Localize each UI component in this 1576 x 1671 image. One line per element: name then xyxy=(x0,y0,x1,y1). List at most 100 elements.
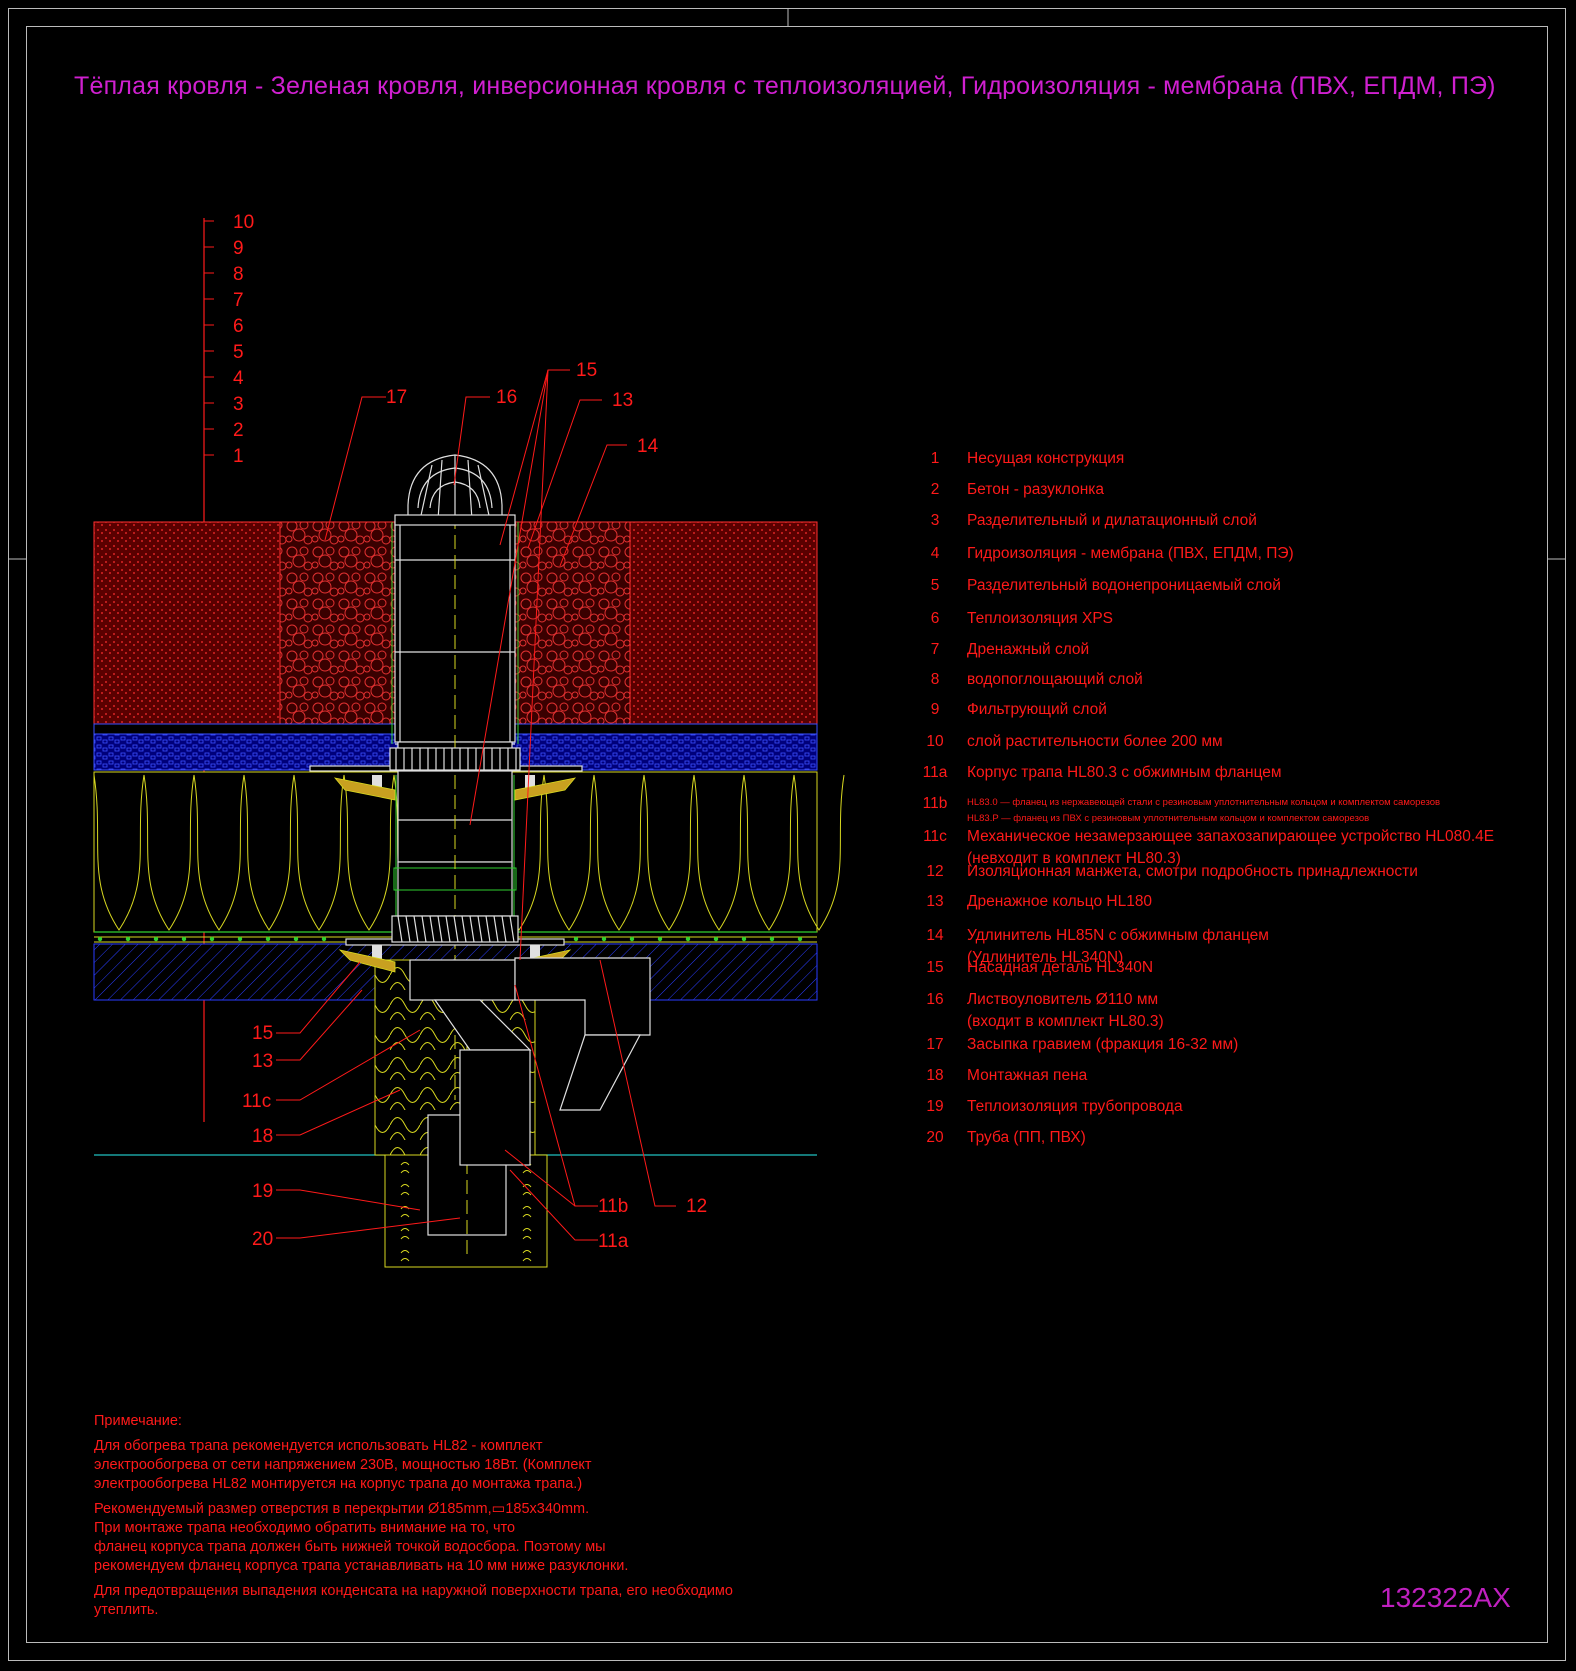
legend-text: Монтажная пена xyxy=(967,1067,1087,1085)
drawing-frame-inner xyxy=(26,26,1548,1643)
legend-text-line: слой растительности более 200 мм xyxy=(967,733,1223,750)
legend-number: 11b xyxy=(922,795,948,812)
legend-text-line: Изоляционная манжета, смотри подробность… xyxy=(967,863,1418,880)
legend-text: Несущая конструкция xyxy=(967,450,1124,468)
legend-text-line: Насадная деталь HL340N xyxy=(967,959,1154,976)
legend-text-line: Механическое незамерзающее запахозапираю… xyxy=(967,828,1495,845)
legend-text-line-2: (входит в комплект HL80.3) xyxy=(967,1013,1164,1030)
legend-text: Бетон - разуклонка xyxy=(967,481,1104,499)
legend-text: Засыпка гравием (фракция 16-32 мм) xyxy=(967,1036,1238,1054)
legend-text: Насадная деталь HL340N xyxy=(967,959,1153,977)
gully-body xyxy=(409,957,651,1166)
legend-text: слой растительности более 200 мм xyxy=(967,733,1223,751)
legend-text: Корпус трапа HL80.3 с обжимным фланцем xyxy=(967,764,1282,782)
legend-text-line: Труба (ПП, ПВХ) xyxy=(967,1129,1086,1146)
callout-13: 13 xyxy=(252,1051,273,1072)
legend-text: водопоглощающий слой xyxy=(967,671,1143,689)
callout-16: 16 xyxy=(496,387,517,408)
scale-label: 8 xyxy=(233,264,244,285)
lower-flange xyxy=(345,915,565,946)
scale-label: 5 xyxy=(233,342,244,363)
drawing-title: Тёплая кровля - Зеленая кровля, инверсио… xyxy=(74,72,1496,100)
legend-text: Фильтрующий слой xyxy=(967,701,1107,719)
legend-number: 2 xyxy=(930,481,940,498)
legend-number: 6 xyxy=(930,610,940,627)
callout-11c: 11c xyxy=(242,1091,271,1112)
callout-13-top: 13 xyxy=(612,390,633,411)
scale-label: 7 xyxy=(233,290,244,311)
callout-11b: 11b xyxy=(598,1196,628,1217)
legend-text: Разделительный и дилатационный слой xyxy=(967,512,1257,530)
scale-label: 1 xyxy=(233,446,244,467)
legend-text-line: Корпус трапа HL80.3 с обжимным фланцем xyxy=(967,764,1282,781)
legend-number: 3 xyxy=(930,512,940,529)
legend-text-line: Монтажная пена xyxy=(967,1067,1088,1084)
legend-number: 1 xyxy=(930,450,940,467)
callout-18: 18 xyxy=(252,1126,273,1147)
scale-label: 4 xyxy=(233,368,244,389)
drawing-frame-outer xyxy=(8,8,1566,1661)
notes: Примечание: Для обогрева трапа рекоменду… xyxy=(94,1412,794,1626)
legend-text: Теплоизоляция трубопровода xyxy=(967,1098,1183,1116)
legend-text: Механическое незамерзающее запахозапираю… xyxy=(967,828,1494,868)
legend-number: 9 xyxy=(930,701,940,718)
legend-number: 10 xyxy=(926,733,944,750)
legend-text: Удлинитель HL85N с обжимным фланцем (Удли… xyxy=(967,927,1269,967)
scale-label: 9 xyxy=(233,238,244,259)
scale-label: 3 xyxy=(233,394,244,415)
scale-label: 6 xyxy=(233,316,244,337)
drawing-code: 132322AX xyxy=(1380,1582,1511,1613)
legend-text-line: Удлинитель HL85N с обжимным фланцем xyxy=(967,927,1269,944)
legend-text: Труба (ПП, ПВХ) xyxy=(967,1129,1086,1147)
legend-text-line: Фильтрующий слой xyxy=(967,701,1107,718)
legend-text-line: Дренажное кольцо HL180 xyxy=(967,893,1153,910)
callouts: 17 16 15 13 14 15 13 11c 18 19 20 11b 11… xyxy=(242,360,707,1252)
legend-text-line: Теплоизоляция трубопровода xyxy=(967,1098,1183,1115)
legend-number: 5 xyxy=(930,577,940,594)
legend-number: 14 xyxy=(926,927,944,944)
callout-12: 12 xyxy=(686,1196,707,1217)
legend-number: 13 xyxy=(926,893,944,910)
callout-15-top: 15 xyxy=(576,360,597,381)
legend-text-line: водопоглощающий слой xyxy=(967,671,1143,688)
legend-text-line-2: (Удлинитель HL340N) xyxy=(967,949,1124,966)
membrane-layer xyxy=(97,936,803,942)
legend-text-line: Разделительный водонепроницаемый слой xyxy=(967,577,1281,594)
legend-number: 4 xyxy=(930,545,940,562)
legend-number: 8 xyxy=(930,671,940,688)
legend-text-line-2: (невходит в комплект HL80.3) xyxy=(967,850,1181,867)
legend-text-line: Листвоуловитель Ø110 мм xyxy=(967,991,1159,1008)
legend-text-line: Дренажный слой xyxy=(967,641,1090,658)
notes-heading: Примечание: xyxy=(94,1413,182,1429)
legend-text-line: HL83.0 — фланец из нержавеющей стали с р… xyxy=(967,797,1441,808)
legend-text-line-2: HL83.P — фланец из ПВХ с резиновым уплот… xyxy=(967,813,1370,824)
legend-number: 11c xyxy=(923,828,947,845)
legend-text-line: Гидроизоляция - мембрана (ПВХ, ЕПДМ, ПЭ) xyxy=(967,545,1294,562)
legend-number: 7 xyxy=(930,641,940,658)
callout-15: 15 xyxy=(252,1023,273,1044)
legend-number: 16 xyxy=(926,991,944,1008)
legend-text: Дренажное кольцо HL180 xyxy=(967,893,1152,911)
gravel-fill-right xyxy=(514,521,631,725)
legend-text: Дренажный слой xyxy=(967,641,1089,659)
legend-text: Изоляционная манжета, смотри подробность… xyxy=(967,863,1418,881)
gravel-fill-left xyxy=(279,521,396,725)
legend-text: Листвоуловитель Ø110 мм (входит в комплек… xyxy=(967,991,1164,1031)
callout-11a: 11a xyxy=(598,1231,629,1252)
callout-14: 14 xyxy=(637,436,659,457)
notes-paragraph-2: Рекомендуемый размер отверстия в перекры… xyxy=(94,1501,629,1574)
legend-text: Гидроизоляция - мембрана (ПВХ, ЕПДМ, ПЭ) xyxy=(967,545,1294,563)
legend-text: Разделительный водонепроницаемый слой xyxy=(967,577,1281,595)
legend-text-line: Засыпка гравием (фракция 16-32 мм) xyxy=(967,1036,1239,1053)
callout-17: 17 xyxy=(386,387,407,408)
scale-label: 2 xyxy=(233,420,244,441)
legend-number: 17 xyxy=(926,1036,944,1053)
legend-text-line: Несущая конструкция xyxy=(967,450,1125,467)
callout-20: 20 xyxy=(252,1229,273,1250)
notes-paragraph-3: Для предотвращения выпадения конденсата … xyxy=(94,1583,733,1618)
legend-number: 15 xyxy=(926,959,944,976)
callout-19: 19 xyxy=(252,1181,273,1202)
legend-text-line: Теплоизоляция XPS xyxy=(967,610,1114,627)
legend-text: HL83.0 — фланец из нержавеющей стали с р… xyxy=(967,797,1440,824)
